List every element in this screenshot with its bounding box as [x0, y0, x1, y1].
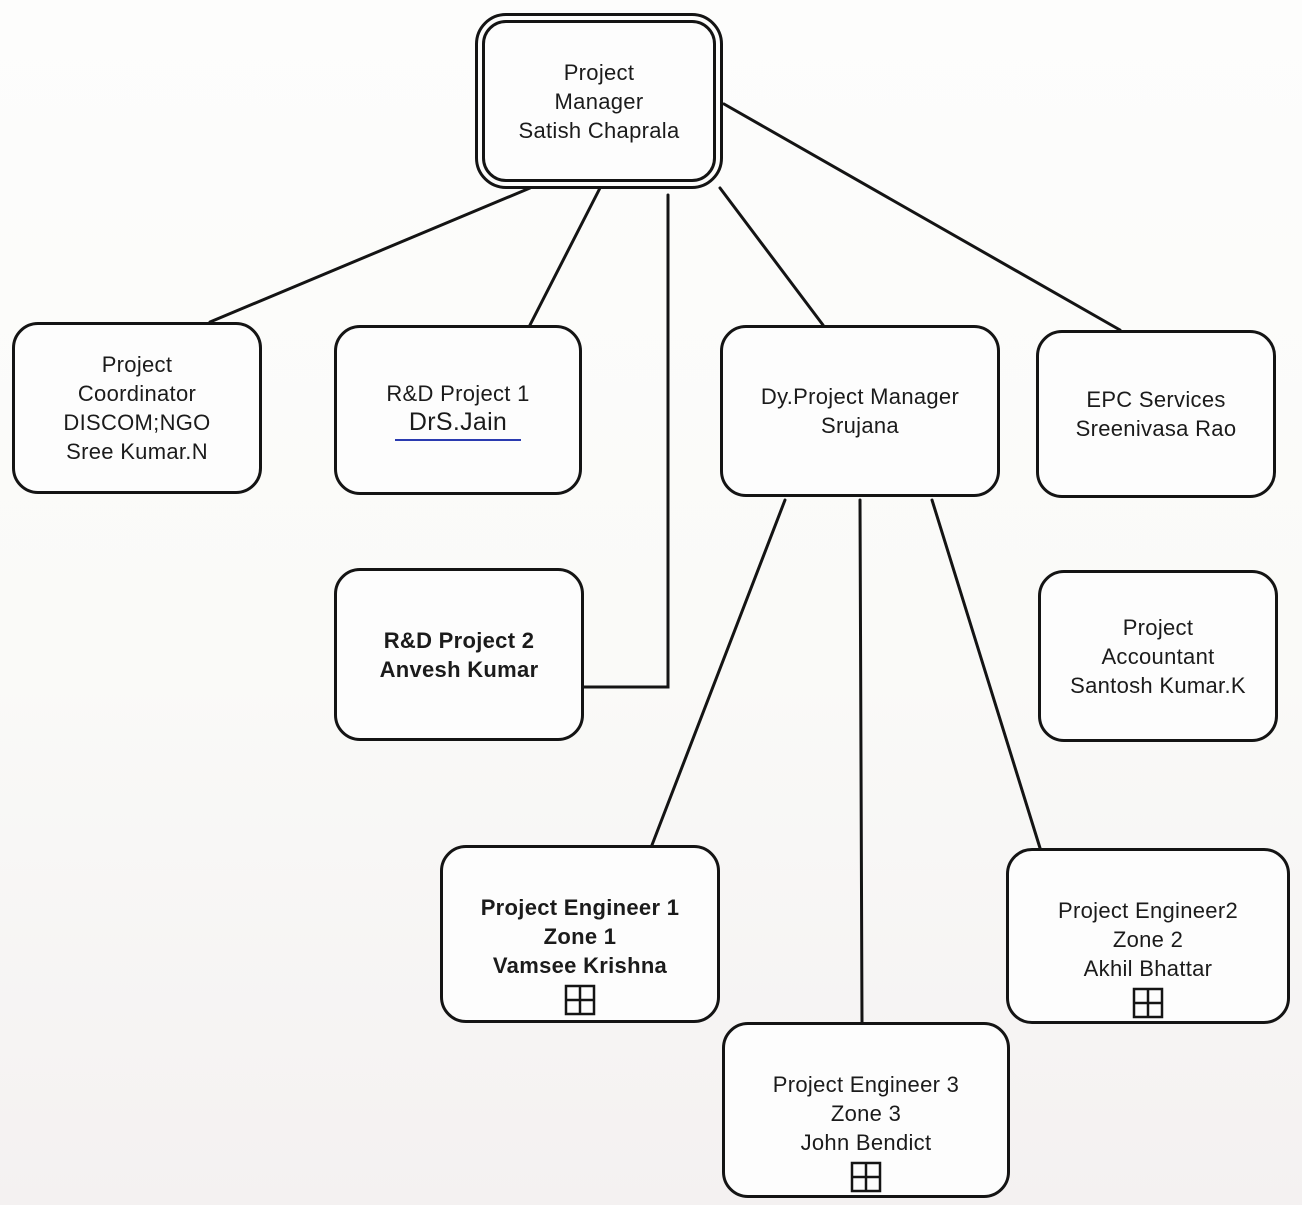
node-label-line: DISCOM;NGO: [63, 410, 211, 435]
node-label-line: R&D Project 1: [386, 381, 530, 406]
node-label-line: Srujana: [821, 413, 899, 438]
node-label-line: Project: [1122, 614, 1194, 640]
edge-pm-coordinator: [208, 186, 532, 324]
node-label-line: Sree Kumar.N: [66, 439, 208, 464]
rd1-name: DrS.Jain: [394, 408, 522, 441]
node-label-line: Satish Chaprala: [518, 117, 680, 143]
node-label-line: John Bendict: [800, 1130, 932, 1155]
node-label-line: Zone 2: [1112, 927, 1184, 952]
node-label-line: Anvesh Kumar: [379, 656, 539, 682]
node-label-line: R&D Project 2: [383, 627, 535, 653]
node-label-line: Dy.Project Manager: [760, 384, 960, 409]
name-prefix: Dr: [408, 408, 436, 436]
grid-window-icon: [1132, 987, 1164, 1019]
node-label-line: Zone 1: [543, 924, 617, 949]
node-label-line: Project: [101, 352, 173, 377]
node-label-line: Coordinator: [77, 381, 197, 406]
node-label-line: Manager: [554, 88, 644, 114]
node-epc-services: EPC Services Sreenivasa Rao: [1036, 330, 1276, 498]
grid-window-icon: [850, 1161, 882, 1193]
edge-dypm-pe1: [650, 498, 787, 847]
edge-dypm-pe3: [858, 498, 864, 1024]
node-rd-project-2: R&D Project 2 Anvesh Kumar: [334, 568, 584, 741]
node-label-line: Zone 3: [830, 1101, 902, 1126]
node-label-line: Sreenivasa Rao: [1075, 416, 1237, 441]
node-project-manager: Project Manager Satish Chaprala: [475, 13, 723, 189]
node-project-engineer-2: Project Engineer2 Zone 2 Akhil Bhattar: [1006, 848, 1290, 1024]
edge-pm-dypm: [718, 186, 825, 327]
node-rd-project-1: R&D Project 1 DrS.Jain: [334, 325, 582, 495]
node-project-engineer-1: Project Engineer 1 Zone 1 Vamsee Krishna: [440, 845, 720, 1023]
grid-window-icon: [564, 984, 596, 1016]
node-label-line: Accountant: [1101, 643, 1215, 669]
edge-pm-epc: [722, 102, 1122, 332]
node-label-line: Project: [563, 59, 635, 85]
node-label-line: Project Engineer2: [1058, 898, 1238, 923]
name-text: S.Jain: [435, 408, 508, 436]
node-label-line: Santosh Kumar.K: [1070, 672, 1246, 698]
node-project-engineer-3: Project Engineer 3 Zone 3 John Bendict: [722, 1022, 1010, 1198]
node-project-coordinator: Project Coordinator DISCOM;NGO Sree Kuma…: [12, 322, 262, 494]
node-project-accountant: Project Accountant Santosh Kumar.K: [1038, 570, 1278, 742]
node-label-line: Vamsee Krishna: [492, 953, 668, 978]
node-label-line: Akhil Bhattar: [1083, 956, 1213, 981]
edge-pm-rd1: [528, 186, 602, 327]
edge-pm-rd2: [582, 193, 670, 689]
edge-dypm-pe2: [930, 498, 1042, 850]
node-label-line: EPC Services: [1086, 387, 1226, 412]
node-label-line: Project Engineer 3: [772, 1072, 960, 1097]
node-label-line: Project Engineer 1: [480, 895, 680, 920]
node-deputy-project-manager: Dy.Project Manager Srujana: [720, 325, 1000, 497]
